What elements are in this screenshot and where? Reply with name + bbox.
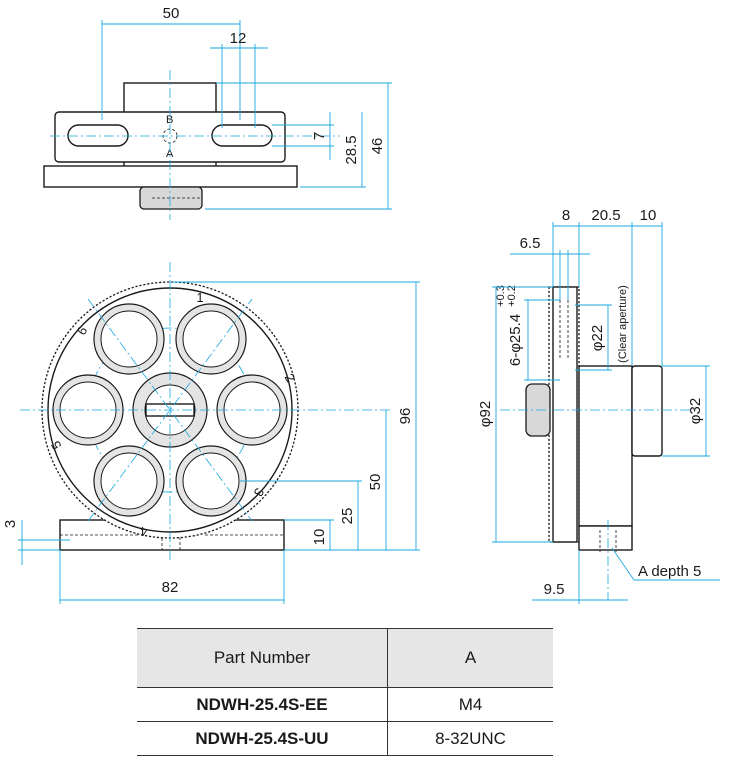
dim-46: 46 [369,138,386,155]
dim-tap: A depth 5 [638,563,701,580]
table-row: NDWH-25.4S-EE M4 [137,687,553,722]
cell-part-number: NDWH-25.4S-UU [137,721,388,756]
side-wheel [552,286,578,543]
cell-a: M4 [387,687,553,722]
dim-6-5: 6.5 [520,235,541,252]
header-a: A [387,628,553,688]
position-number-4: 4 [140,524,147,539]
aperture-6-bore [100,310,158,368]
dim-bore-tol-upper: +0.3 [495,285,507,307]
side-view: 8 20.5 10 6.5 6-φ25.4 +0.3 +0.2 φ22 (Cle… [477,207,720,604]
aperture-4-bore [100,452,158,510]
dim-92: φ92 [477,401,494,427]
dim-50: 50 [163,5,180,22]
dim-28-5: 28.5 [343,135,360,164]
dim-82: 82 [162,579,179,596]
dim-bore-tol-lower: +0.2 [506,285,518,307]
header-part-number: Part Number [137,628,388,688]
top-slot-left [67,124,129,147]
side-body [578,365,633,527]
dim-32: φ32 [687,398,704,424]
dim-clear: φ22 [589,325,606,351]
part-number-table: Part Number A NDWH-25.4S-EE M4 NDWH-25.4… [137,628,553,756]
dim-10-side: 10 [640,207,657,224]
dim-96: 96 [397,408,414,425]
technical-drawing: B A 50 12 7 28.5 46 [2,5,720,604]
front-view: 1 2 3 4 5 6 96 50 25 10 3 82 [2,262,420,604]
side-base-tab [578,525,633,551]
dim-7: 7 [311,132,328,140]
top-slot-right [211,124,273,147]
table-header-row: Part Number A [137,628,553,688]
dim-12: 12 [230,30,247,47]
dim-50-front: 50 [367,474,384,491]
front-centerline-diag [87,298,253,522]
cell-a: 8-32UNC [387,721,553,756]
dim-3: 3 [2,520,19,528]
leader-line [611,547,635,581]
table-row: NDWH-25.4S-UU 8-32UNC [137,721,553,756]
position-number-1: 1 [196,290,203,305]
dim-9-5: 9.5 [544,581,565,598]
top-base-plate [43,165,298,188]
mark-a: A [166,148,174,160]
dim-bore: 6-φ25.4 [507,314,524,366]
aperture-3-bore [182,452,240,510]
dim-25: 25 [339,508,356,525]
dim-clear-note: (Clear aperture) [617,285,629,363]
dim-10: 10 [311,529,328,546]
side-nose [631,365,663,457]
dim-20-5: 20.5 [591,207,620,224]
front-centerline-diag [87,298,253,522]
dim-8: 8 [562,207,570,224]
top-knob [139,186,203,210]
top-view: B A 50 12 7 28.5 46 [43,5,392,220]
cell-part-number: NDWH-25.4S-EE [137,687,388,722]
aperture-1-bore [182,310,240,368]
front-apertures [52,303,288,517]
